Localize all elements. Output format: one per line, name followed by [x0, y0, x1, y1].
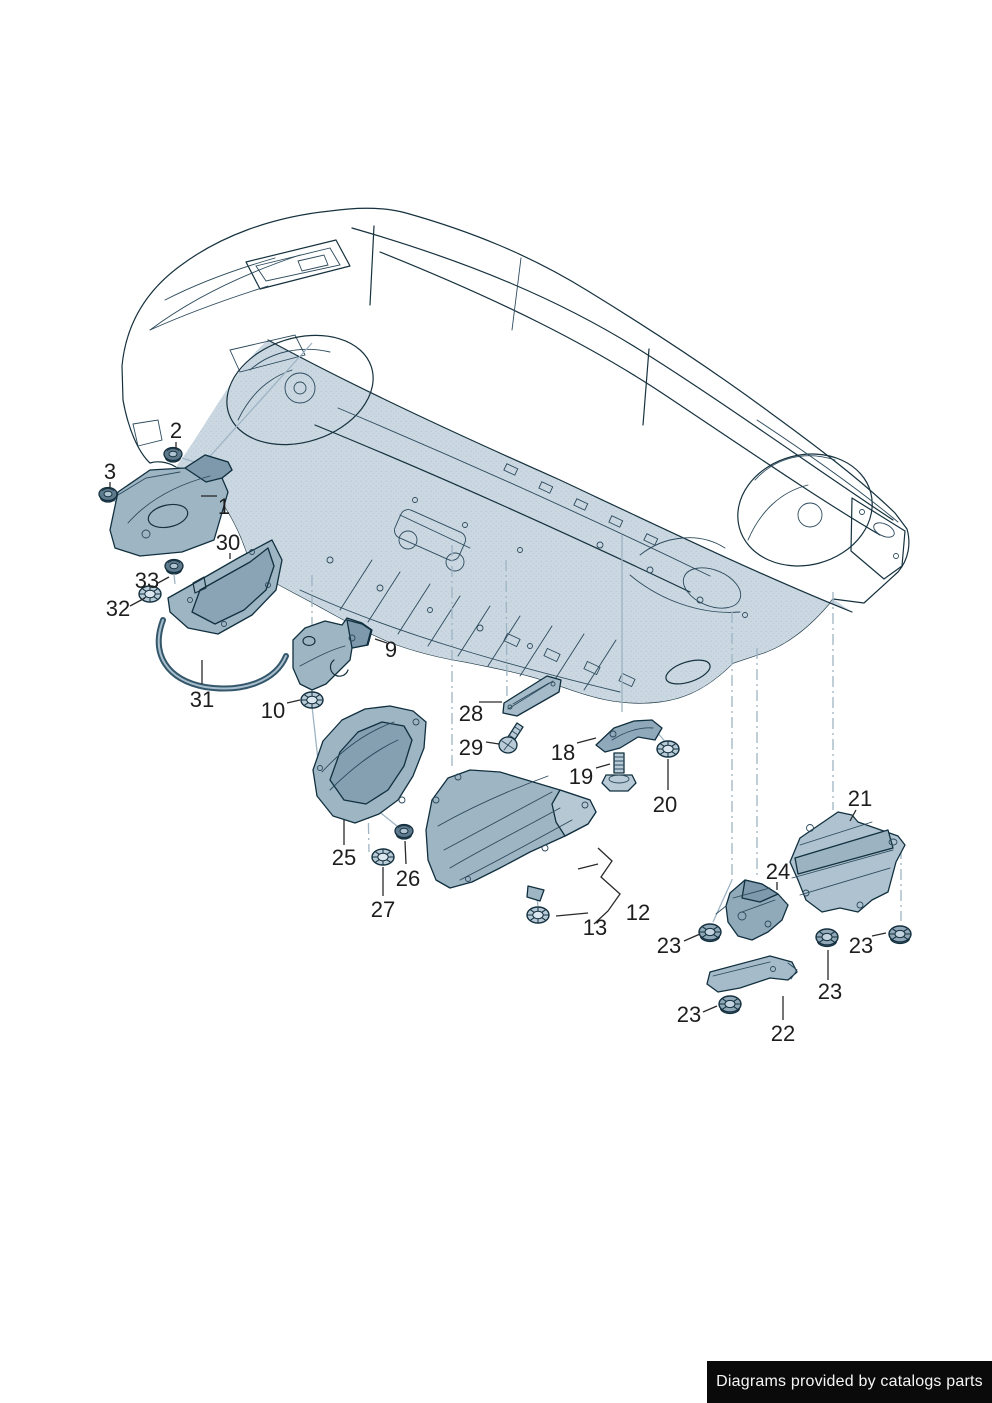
- callout-2[interactable]: 2: [169, 418, 183, 443]
- part-25-heat-shield-front: [312, 705, 427, 824]
- part-1-heat-shield: [109, 454, 233, 557]
- car-body-illustration: [121, 207, 910, 704]
- part-9-bracket: [292, 617, 373, 691]
- fastener-29-screw: [498, 722, 524, 754]
- part-12-heat-shield-center: [425, 769, 597, 902]
- fastener-20-washer: [656, 740, 680, 758]
- callout-13[interactable]: 13: [582, 915, 608, 940]
- callout-31[interactable]: 31: [189, 687, 215, 712]
- callout-26[interactable]: 26: [395, 866, 421, 891]
- part-18-heat-shield-small: [595, 719, 663, 753]
- callout-12[interactable]: 12: [625, 900, 651, 925]
- callout-32[interactable]: 32: [105, 596, 131, 621]
- callout-23b[interactable]: 23: [848, 933, 874, 958]
- callout-24[interactable]: 24: [765, 859, 791, 884]
- fastener-2-grommet: [163, 446, 183, 463]
- callout-23c[interactable]: 23: [817, 979, 843, 1004]
- label-ticks: [109, 442, 887, 1020]
- callout-33[interactable]: 33: [134, 568, 160, 593]
- callout-23a[interactable]: 23: [656, 933, 682, 958]
- fastener-3-grommet: [98, 486, 118, 503]
- callout-3[interactable]: 3: [103, 459, 117, 484]
- callout-23d[interactable]: 23: [676, 1002, 702, 1027]
- fastener-27-washer: [371, 848, 395, 866]
- bracket-brace-12-13: [555, 847, 621, 925]
- part-22-retaining-strip: [706, 955, 798, 993]
- callout-19[interactable]: 19: [568, 764, 594, 789]
- part-31-seal-strip: [155, 617, 289, 692]
- fastener-19-bolt: [601, 752, 637, 792]
- part-28-heat-shield-strip: [502, 675, 562, 717]
- part-30-cover-panel: [167, 539, 283, 635]
- part-24-bracket-rear: [715, 879, 789, 941]
- fastener-23-washer-4: [718, 995, 742, 1015]
- callout-18[interactable]: 18: [550, 740, 576, 765]
- callout-10[interactable]: 10: [260, 698, 286, 723]
- part-21-heat-shield-rear: [789, 811, 906, 913]
- fastener-23-washer-2: [888, 925, 912, 945]
- fastener-26-clip-nut: [394, 823, 414, 840]
- fastener-23-washer-3: [815, 928, 839, 948]
- provider-banner: Diagrams provided by catalogs parts: [707, 1361, 992, 1403]
- fastener-13-washer: [526, 906, 550, 924]
- fastener-23-washer-1: [698, 923, 722, 943]
- callout-27[interactable]: 27: [370, 897, 396, 922]
- callout-28[interactable]: 28: [458, 701, 484, 726]
- callout-22[interactable]: 22: [770, 1021, 796, 1046]
- callout-1[interactable]: 1: [217, 494, 231, 519]
- provider-banner-text: Diagrams provided by catalogs parts: [716, 1373, 983, 1390]
- callout-25[interactable]: 25: [331, 845, 357, 870]
- callout-21[interactable]: 21: [847, 786, 873, 811]
- fastener-33-clip-nut: [164, 558, 184, 575]
- fastener-10-washer: [300, 691, 324, 709]
- callout-20[interactable]: 20: [652, 792, 678, 817]
- callout-30[interactable]: 30: [215, 530, 241, 555]
- callout-29[interactable]: 29: [458, 735, 484, 760]
- callout-9[interactable]: 9: [384, 637, 398, 662]
